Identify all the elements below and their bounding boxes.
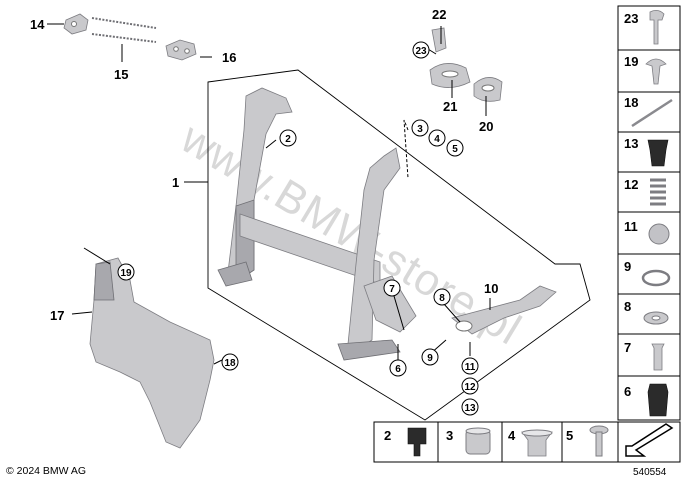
leader-lines [47,23,491,365]
callout-circle-13: 13 [464,403,476,414]
side-cell-23 [617,5,681,51]
callout-circle-18: 18 [224,358,236,369]
callout-17: 17 [50,308,64,323]
bottom-cell-4-label: 4 [508,428,516,443]
parts-side-panel: 23 19 18 13 12 11 9 8 7 6 [617,5,681,421]
side-cell-7-label: 7 [624,340,631,355]
copyright-notice: © 2024 BMW AG [6,465,87,477]
side-cell-11-label: 11 [624,219,638,234]
callout-circle-3: 3 [417,124,423,135]
side-cell-18 [617,91,681,133]
callout-22: 22 [432,7,446,22]
side-cell-9 [617,253,681,295]
side-cell-18-label: 18 [624,95,638,110]
callout-circle-7: 7 [389,284,395,295]
callout-circle-11: 11 [465,362,476,373]
bracket-assembly-illustration [429,27,503,102]
callout-circle-12: 12 [464,382,476,393]
side-cell-23-label: 23 [624,11,638,26]
side-cell-19 [617,49,681,93]
callout-20: 20 [479,119,493,134]
side-cell-12-label: 12 [624,177,638,192]
bottom-cell-2-label: 2 [384,428,391,443]
callout-circle-23: 23 [415,46,427,57]
bottom-cell-3-label: 3 [446,428,453,443]
lever-illustration [451,285,557,335]
parts-bottom-panel: 2 3 4 5 [373,421,681,463]
side-cell-9-label: 9 [624,259,631,274]
callout-14: 14 [30,17,45,32]
side-cell-6-label: 6 [624,384,631,399]
side-cell-13 [617,131,681,173]
callout-circle-6: 6 [395,364,401,375]
callout-16: 16 [222,50,236,65]
assembly-boundary [207,69,591,421]
callout-15: 15 [114,67,128,82]
circled-callouts: 23 2 3 4 5 19 7 8 9 6 18 11 12 13 [117,41,479,416]
callout-10: 10 [484,281,498,296]
cover-plate-illustration [89,257,215,449]
spring-assembly-illustration [63,13,197,61]
plain-labels: 14 15 16 22 21 20 1 17 10 [30,7,498,323]
callout-circle-2: 2 [285,134,291,145]
callout-circle-8: 8 [439,293,445,304]
callout-21: 21 [443,99,457,114]
callout-circle-4: 4 [434,134,440,145]
document-number: 540554 [633,467,667,478]
callout-circle-5: 5 [452,144,458,155]
side-cell-7 [617,333,681,377]
side-cell-13-label: 13 [624,136,638,151]
bottom-cell-5-label: 5 [566,428,573,443]
arrow-icon [625,423,674,457]
side-cell-8-label: 8 [624,299,631,314]
side-cell-12 [617,171,681,213]
center-stand-illustration [217,87,417,361]
callout-1: 1 [172,175,179,190]
callout-circle-9: 9 [427,353,433,364]
callout-circle-19: 19 [120,268,132,279]
side-cell-19-label: 19 [624,54,638,69]
